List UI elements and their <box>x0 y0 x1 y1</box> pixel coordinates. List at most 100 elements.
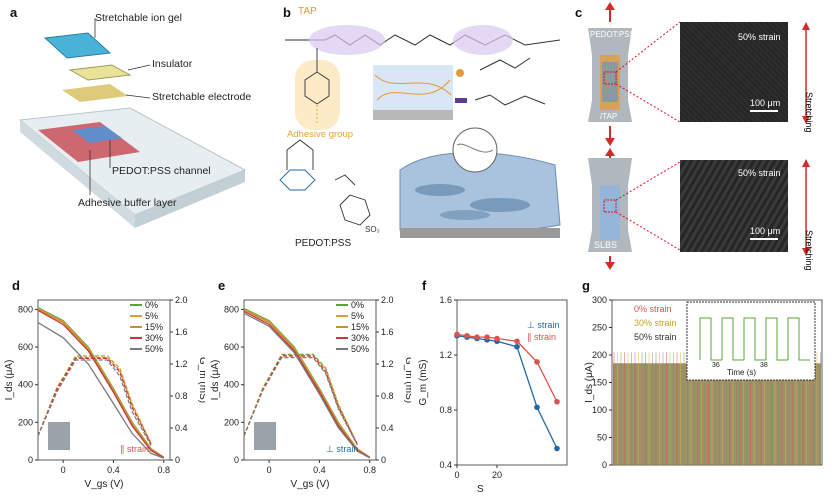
legend-label: 50% <box>351 344 369 354</box>
y-tick-label: 0 <box>602 460 607 470</box>
panel-letter-b: b <box>283 5 291 20</box>
inset-xlabel: Time (s) <box>727 368 756 377</box>
y-tick-label: 600 <box>224 342 239 352</box>
y-tick-label: 100 <box>592 405 607 415</box>
x-tick-label: 0 <box>267 465 272 475</box>
stretching-label-bottom: Stretching <box>804 230 814 271</box>
y2-tick-label: 0.8 <box>175 391 188 401</box>
pedot-tap-label-2: /TAP <box>600 112 618 121</box>
x-tick-label: 0 <box>61 465 66 475</box>
y2-tick-label: 1.6 <box>381 327 394 337</box>
x-tick-label: 0.4 <box>107 465 120 475</box>
strain-schematic <box>588 2 810 270</box>
insulator-layer <box>68 64 132 81</box>
label-insulator: Insulator <box>152 58 193 70</box>
panel-letter-f: f <box>422 278 427 293</box>
device-icon <box>254 422 276 450</box>
y2-axis-label: G_m (mS) <box>403 357 411 403</box>
y-tick-label: 50 <box>597 433 607 443</box>
y-tick-label: 300 <box>592 295 607 305</box>
y2-tick-label: 0 <box>175 455 180 465</box>
inset-frame <box>686 301 816 381</box>
data-point <box>534 359 540 365</box>
y-tick-label: 0.4 <box>439 460 452 470</box>
plot-frame <box>456 299 568 466</box>
label-electrode: Stretchable electrode <box>152 91 252 103</box>
pedot-pss-label: PEDOT:PSS <box>295 238 352 249</box>
ids-curve <box>37 309 165 459</box>
x-axis-label: V_gs (V) <box>291 479 330 490</box>
data-point <box>454 331 460 338</box>
tap-label: TAP <box>298 6 317 17</box>
data-point <box>554 445 560 452</box>
data-point <box>464 332 470 339</box>
y-tick-label: 600 <box>18 342 33 352</box>
sem-bottom-strain: 50% strain <box>738 168 781 178</box>
stretching-label-top: Stretching <box>804 92 814 133</box>
gm-curve <box>37 359 152 446</box>
y-tick-label: 0 <box>28 455 33 465</box>
panel-a: a Stretchable ion gel Insulator Stretcha… <box>0 0 265 255</box>
legend-label: 30% <box>145 333 163 343</box>
electrode-layer <box>62 84 128 102</box>
data-point <box>494 335 500 342</box>
chemical-structure-diagram <box>279 25 561 238</box>
sem-image-top: 50% strain 100 μm <box>680 22 788 122</box>
y-tick-label: 800 <box>18 304 33 314</box>
gm-curve <box>243 357 358 446</box>
y-tick-label: 1.2 <box>439 350 452 360</box>
x-tick-label: 20 <box>492 470 502 480</box>
label-ion-gel: Stretchable ion gel <box>95 12 182 24</box>
y2-tick-label: 0 <box>381 455 386 465</box>
y-tick-label: 0.8 <box>439 405 452 415</box>
inset-tick-38: 38 <box>760 362 768 369</box>
y-tick-label: 800 <box>224 304 239 314</box>
data-point <box>484 334 490 340</box>
legend-label: ⊥ strain <box>527 320 559 330</box>
sem-bottom-scale: 100 μm <box>750 226 781 236</box>
legend-label: 15% <box>351 322 369 332</box>
plot-frame <box>37 299 171 461</box>
panel-b: b TAP Adhesive group SO₃ PEDOT: <box>265 0 570 255</box>
y2-axis-label: G_m (mS) <box>197 357 205 403</box>
y-tick-label: 1.6 <box>439 295 452 305</box>
legend-label: 30% <box>351 333 369 343</box>
y-tick-label: 0 <box>234 455 239 465</box>
x-tick-label: 0.8 <box>157 465 170 475</box>
plot-frame <box>243 299 377 461</box>
panel-letter-e: e <box>218 278 226 293</box>
strain-annotation: ⊥ strain <box>326 444 358 454</box>
data-point <box>534 404 540 411</box>
label-buffer: Adhesive buffer layer <box>78 197 177 209</box>
data-point <box>554 398 560 405</box>
device-exploded-diagram <box>18 18 247 228</box>
y2-tick-label: 2.0 <box>175 295 188 305</box>
sem-top-scale: 100 μm <box>750 98 781 108</box>
sem-image-bottom: 50% strain 100 μm <box>680 160 788 252</box>
legend-label: 0% <box>351 300 364 310</box>
y-tick-label: 400 <box>18 380 33 390</box>
y-tick-label: 250 <box>592 323 607 333</box>
y-axis-label: I_ds (μA) <box>210 360 221 401</box>
series-line <box>456 335 558 449</box>
pedot-tap-label: PEDOT:PSS <box>590 30 635 39</box>
data-point <box>514 338 520 345</box>
strain-annotation: ∥ strain <box>120 444 149 454</box>
panel-letter-c: c <box>575 5 583 20</box>
annot-0-strain: 0% strain <box>634 304 672 314</box>
adhesive-group-label: Adhesive group <box>287 129 354 140</box>
y-tick-label: 200 <box>18 417 33 427</box>
panel-letter-g: g <box>582 278 590 293</box>
x-axis-label: S <box>477 484 484 495</box>
y-axis-label: I_ds (μA) <box>4 360 15 401</box>
ion-gel-layer <box>43 32 112 59</box>
data-point <box>514 343 520 350</box>
slbs-label: SLBS <box>594 240 618 250</box>
y2-tick-label: 0.4 <box>175 423 188 433</box>
x-tick-label: 0.8 <box>363 465 376 475</box>
gm-curve <box>37 357 152 445</box>
